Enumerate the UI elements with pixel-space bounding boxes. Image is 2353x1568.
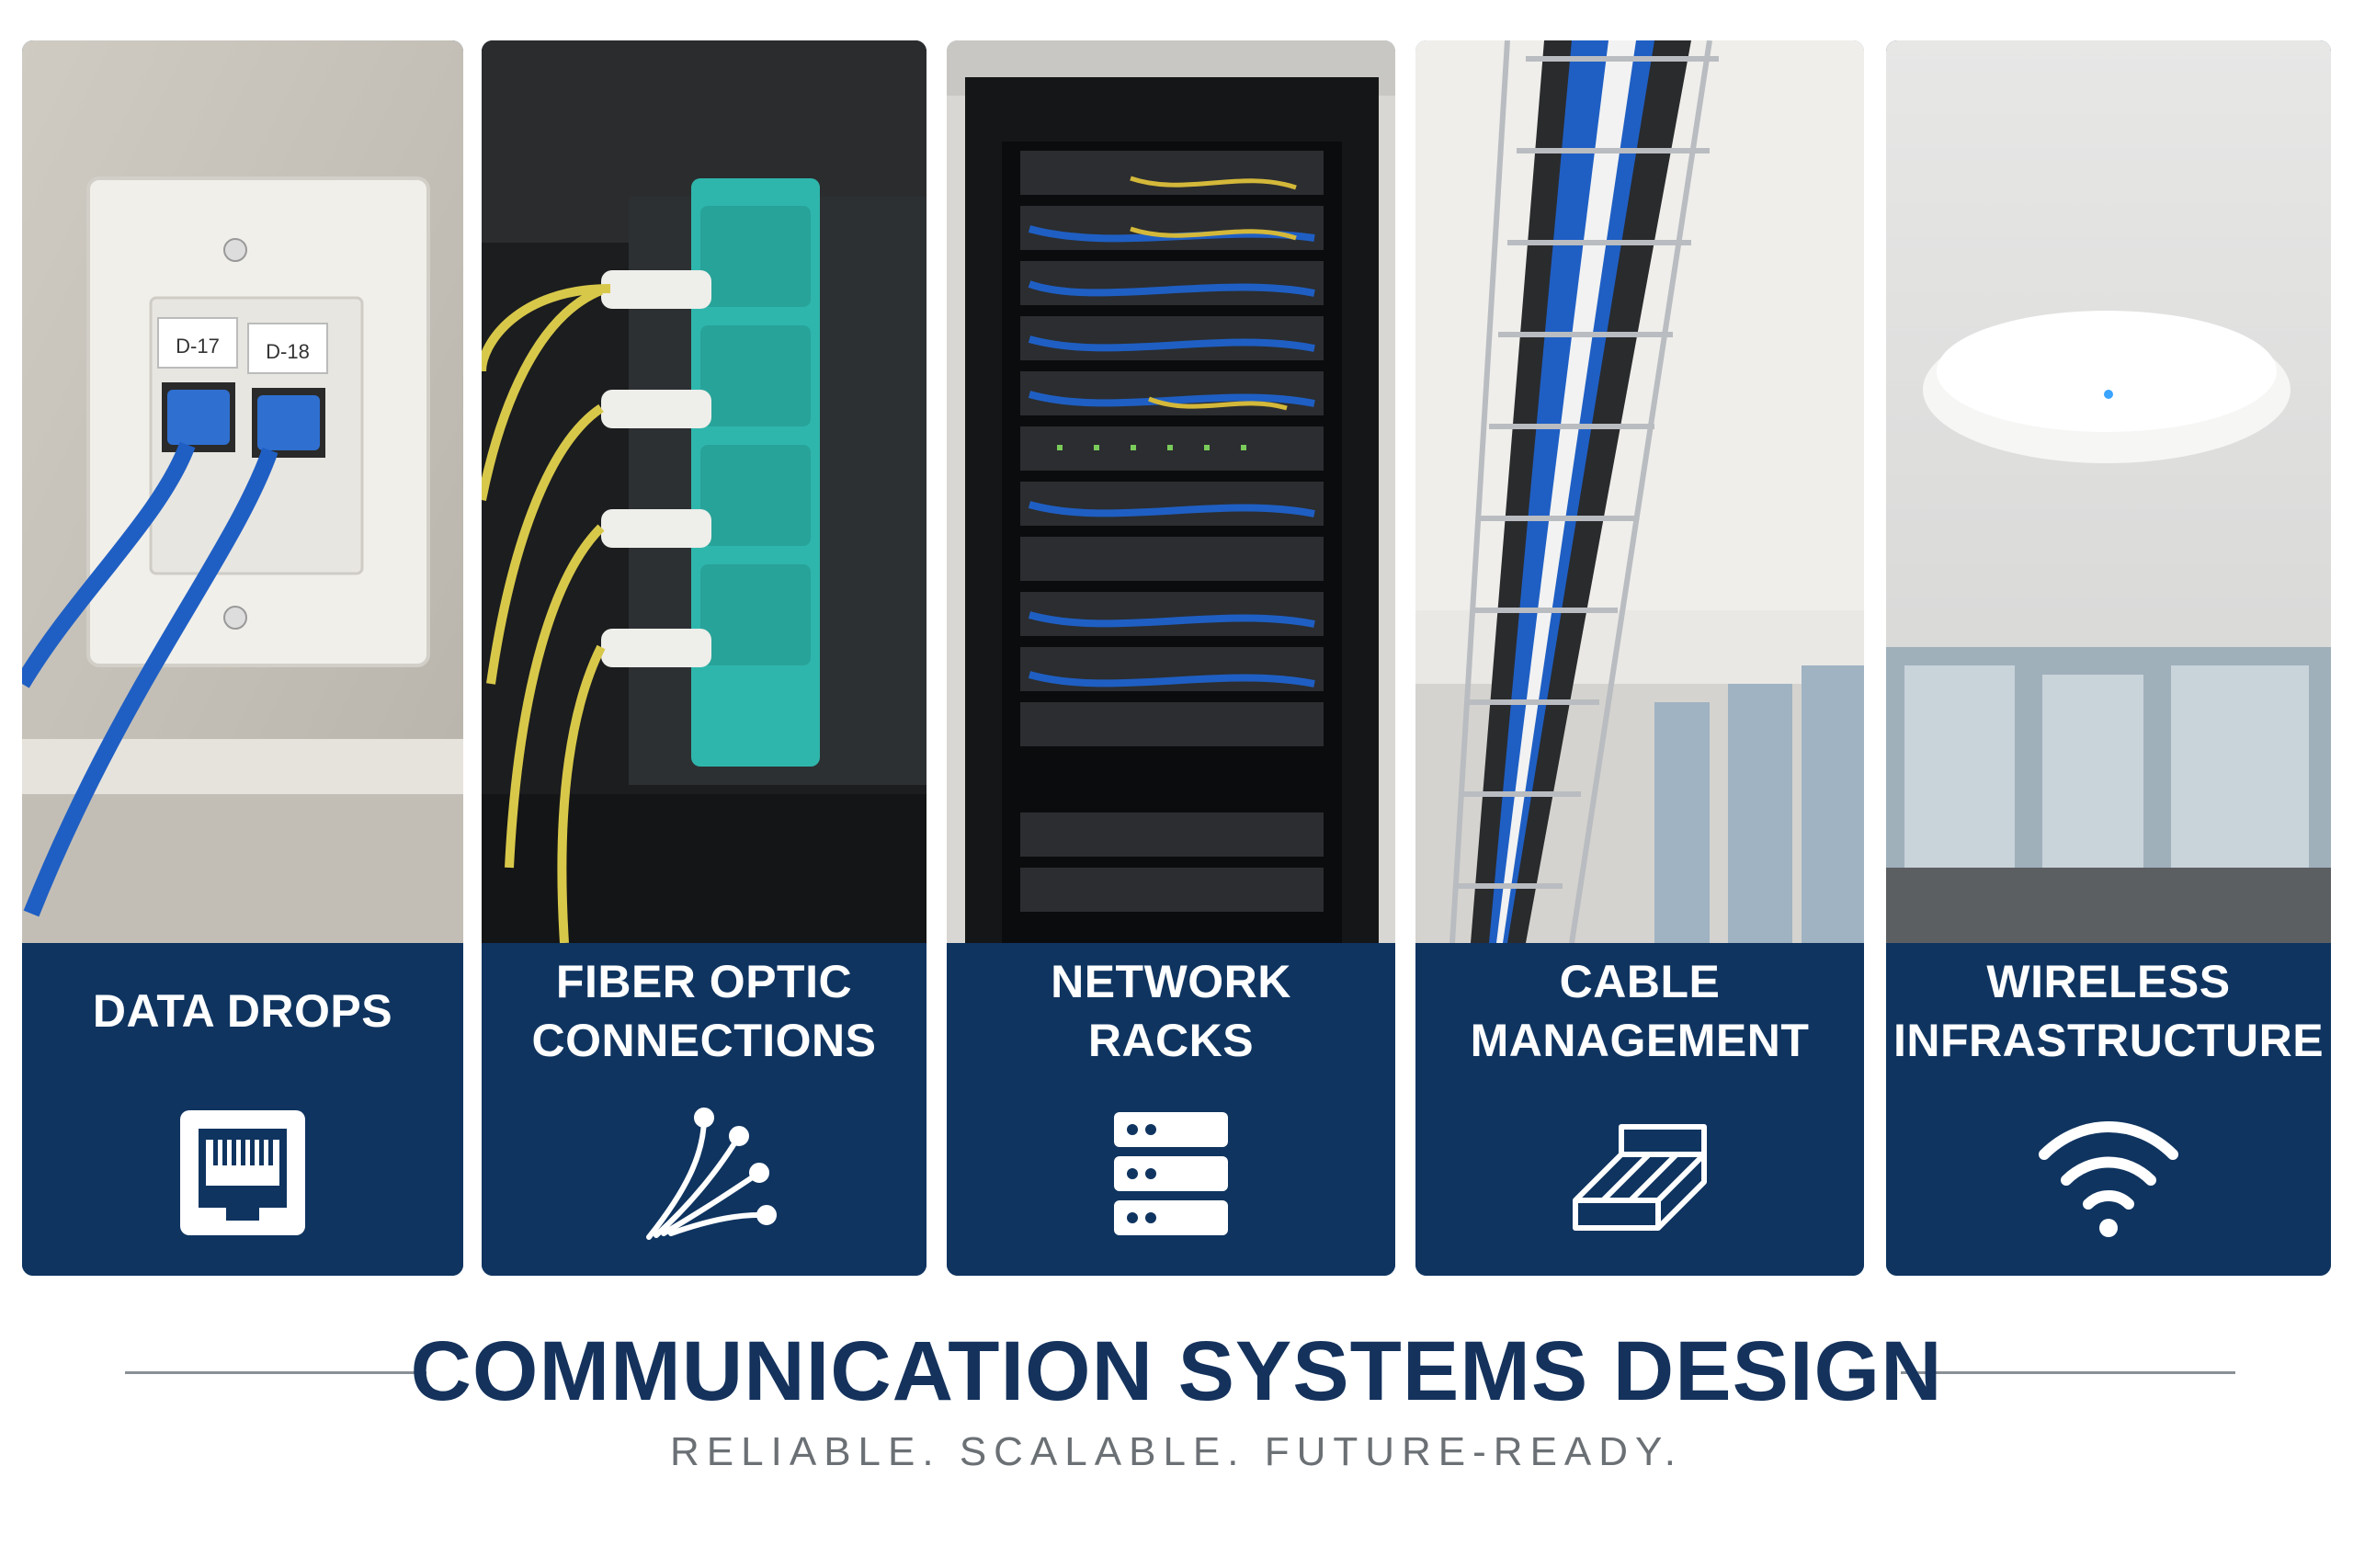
panel-label: DATA DROPS [92, 985, 393, 1037]
panel-label-line-2: CONNECTIONS [531, 1015, 877, 1066]
band-data-drops: DATA DROPS [22, 943, 463, 1276]
jack-label-left: D-17 [176, 335, 220, 358]
tagline: RELIABLE. SCALABLE. FUTURE-READY. [670, 1429, 1683, 1474]
jack-label-right: D-18 [266, 340, 310, 363]
wifi-icon [2035, 1099, 2182, 1246]
panel-fiber-optic: FIBER OPTIC CONNECTIONS [482, 40, 926, 1276]
photo-data-drops: D-17 D-18 [22, 40, 463, 943]
band-network-racks: NETWORK RACKS [947, 943, 1395, 1276]
panel-label-line-1: WIRELESS [1986, 956, 2231, 1007]
photo-wireless [1886, 40, 2331, 943]
panel-label-line-1: CABLE [1559, 956, 1721, 1007]
band-wireless: WIRELESS INFRASTRUCTURE [1886, 943, 2331, 1276]
panel-label-line-1: FIBER OPTIC [555, 956, 853, 1007]
panel-cable-management: CABLE MANAGEMENT [1415, 40, 1864, 1276]
panel-network-racks: NETWORK RACKS [947, 40, 1395, 1276]
title-rule-left [125, 1371, 426, 1374]
cable-tray-icon [1566, 1099, 1713, 1246]
panel-data-drops: D-17 D-18 DATA DROPS [22, 40, 463, 1276]
photo-fiber-optic [482, 40, 926, 943]
ethernet-port-icon [169, 1099, 316, 1246]
panel-wireless: WIRELESS INFRASTRUCTURE [1886, 40, 2331, 1276]
fiber-strands-icon [631, 1099, 778, 1246]
photo-cable-management [1415, 40, 1864, 943]
server-stack-icon [1097, 1099, 1245, 1246]
band-cable-management: CABLE MANAGEMENT [1415, 943, 1864, 1276]
panel-label-line-2: RACKS [1087, 1015, 1255, 1066]
panel-label-line-2: INFRASTRUCTURE [1893, 1015, 2325, 1066]
title-rule-right [1901, 1371, 2235, 1374]
photo-network-racks [947, 40, 1395, 943]
panel-label-line-2: MANAGEMENT [1470, 1015, 1810, 1066]
page-title: COMMUNICATION SYSTEMS DESIGN [410, 1324, 1943, 1418]
panel-label-line-1: NETWORK [1051, 956, 1291, 1007]
band-fiber-optic: FIBER OPTIC CONNECTIONS [482, 943, 926, 1276]
